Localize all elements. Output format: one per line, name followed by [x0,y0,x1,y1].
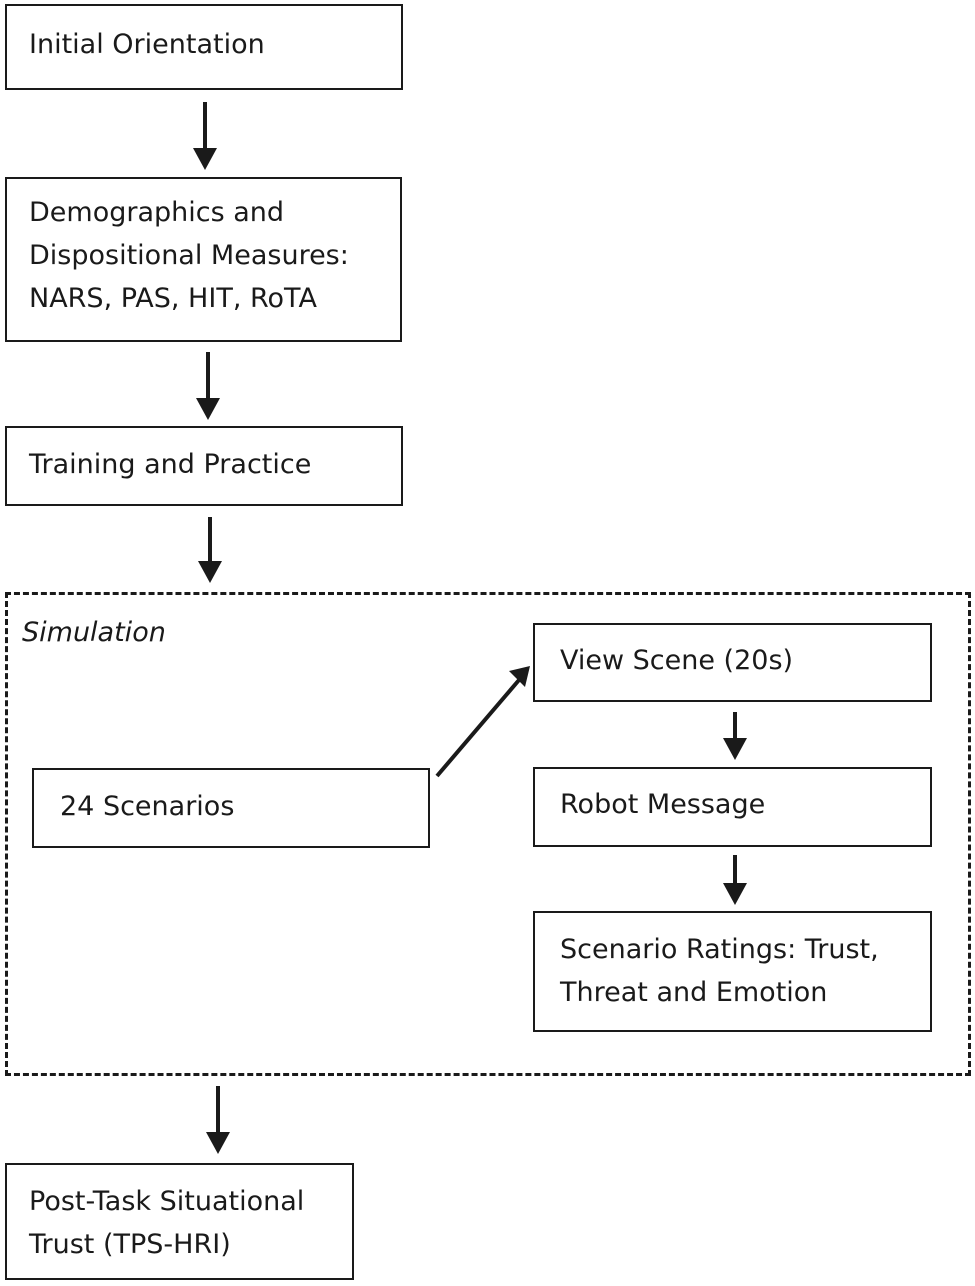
post-task-line-1: Post-Task Situational [29,1186,305,1217]
arrow-demographics-to-training [196,352,220,420]
ratings-line-2: Threat and Emotion [560,977,828,1008]
arrow-view-scene-to-robot-message [723,712,747,760]
scenarios-text: 24 Scenarios [60,791,235,822]
view-scene-text: View Scene (20s) [560,645,794,676]
post-task-line-2: Trust (TPS-HRI) [29,1229,231,1260]
demographics-line-3: NARS, PAS, HIT, RoTA [29,283,317,314]
arrow-orientation-to-demographics [193,102,217,170]
post-task-box: Post-Task Situational Trust (TPS-HRI) [5,1163,354,1280]
training-box: Training and Practice [5,426,403,506]
ratings-line-1: Scenario Ratings: Trust, [560,934,879,965]
training-text: Training and Practice [29,449,312,480]
ratings-box: Scenario Ratings: Trust, Threat and Emot… [533,911,932,1032]
demographics-box: Demographics and Dispositional Measures:… [5,177,402,342]
arrow-robot-message-to-ratings [723,855,747,905]
demographics-line-2: Dispositional Measures: [29,240,349,271]
demographics-line-1: Demographics and [29,197,285,228]
scenarios-box: 24 Scenarios [32,768,430,848]
simulation-label: Simulation [22,617,166,648]
initial-orientation-text: Initial Orientation [29,29,265,60]
simulation-group [5,592,971,1076]
arrow-simulation-to-post-task [206,1086,230,1154]
view-scene-box: View Scene (20s) [533,623,932,702]
robot-message-box: Robot Message [533,767,932,847]
initial-orientation-box: Initial Orientation [5,4,403,90]
arrow-scenarios-to-view-scene [435,666,530,778]
robot-message-text: Robot Message [560,789,766,820]
arrow-training-to-simulation [198,517,222,583]
